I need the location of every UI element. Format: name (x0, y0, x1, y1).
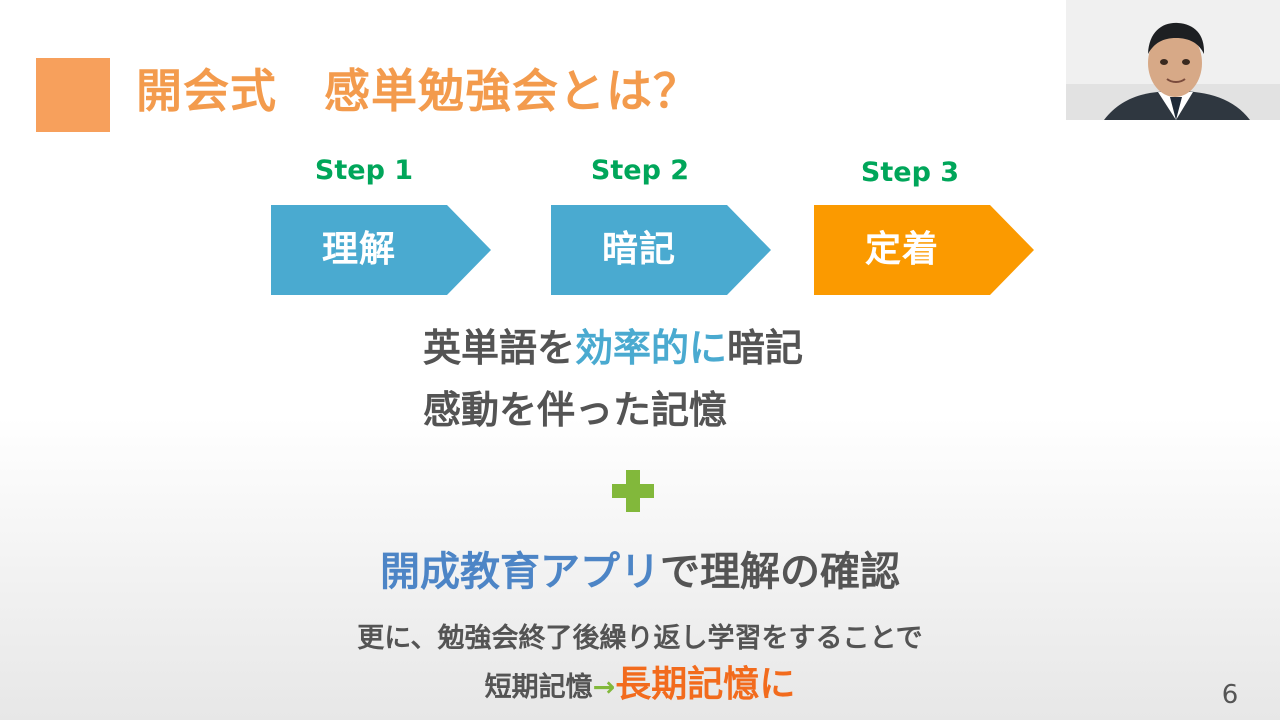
step-2-text: 暗記 (601, 229, 676, 270)
repeat-learning-note: 更に、勉強会終了後繰り返し学習をすることで (357, 623, 923, 654)
step-2-arrow: 暗記 (551, 205, 771, 295)
step-3-label: Step 3 (860, 157, 960, 188)
point-efficient-memorization: 英単語を効率的に暗記 (423, 324, 803, 372)
step-1-label: Step 1 (314, 155, 414, 186)
slide-title: 開会式 感単勉強会とは？ (136, 64, 700, 118)
app-confirmation-text: で理解の確認 (660, 549, 900, 595)
plus-icon-horizontal-bar (612, 484, 654, 498)
step-3-arrow: 定着 (814, 205, 1034, 295)
point-1-highlight: 効率的に (575, 326, 728, 370)
point-1-suffix: 暗記 (727, 326, 804, 370)
plus-icon (612, 470, 654, 512)
long-term-memory-highlight: 長期記憶 (615, 664, 760, 705)
speaker-video (1066, 0, 1280, 120)
title-accent-square (36, 58, 110, 132)
point-emotional-memory: 感動を伴った記憶 (423, 388, 728, 432)
page-number: 6 (1221, 680, 1239, 710)
point-1-prefix: 英単語を (423, 326, 576, 370)
step-3-text: 定着 (864, 229, 939, 270)
step-2-label: Step 2 (590, 155, 690, 186)
app-confirmation-line: 開成教育アプリで理解の確認 (0, 544, 1280, 600)
app-name: 開成教育アプリ (380, 549, 660, 595)
speaker-silhouette (1066, 0, 1280, 120)
step-1-arrow: 理解 (271, 205, 491, 295)
step-1-text: 理解 (321, 229, 396, 270)
short-term-memory-text: 短期記憶 (484, 672, 593, 703)
right-arrow-icon: → (592, 672, 616, 703)
long-term-memory-particle: に (759, 664, 796, 705)
memory-transition-line: 短期記憶→長期記憶に (0, 662, 1280, 711)
